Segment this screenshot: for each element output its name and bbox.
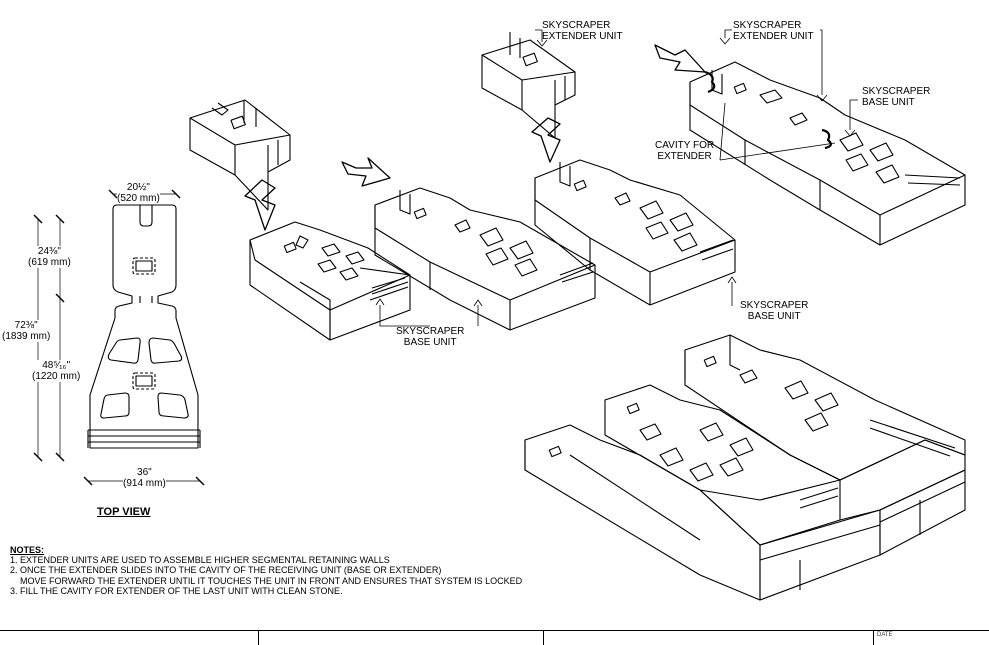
label-base-unit-mid: SKYSCRAPER BASE UNIT xyxy=(396,326,465,348)
label-base-unit-bottom: SKYSCRAPER BASE UNIT xyxy=(740,300,809,322)
wall-assembly xyxy=(525,335,965,600)
dim-depth-rear: 48⁵⁄₁₆" (1220 mm) xyxy=(32,360,81,382)
note-2-continued: MOVE FORWARD THE EXTENDER UNTIL IT TOUCH… xyxy=(20,575,523,586)
note-2: 2. ONCE THE EXTENDER SLIDES INTO THE CAV… xyxy=(10,565,442,576)
title-block: DATE xyxy=(0,630,989,645)
leader-lines xyxy=(376,30,858,326)
date-label: DATE xyxy=(877,632,893,638)
label-extender-unit-2: SKYSCRAPER EXTENDER UNIT xyxy=(733,20,814,42)
title-block-divider-1 xyxy=(258,631,259,645)
down-arrow-1 xyxy=(245,180,275,230)
dim-depth-front: 24⅜" (619 mm) xyxy=(28,246,71,268)
dim-depth-total: 72⅜" (1839 mm) xyxy=(2,320,51,342)
title-block-divider-3 xyxy=(873,631,874,645)
right-arrow-1 xyxy=(342,158,390,186)
notes: NOTES: 1. EXTENDER UNITS ARE USED TO ASS… xyxy=(10,545,522,596)
extender-unit-1 xyxy=(190,100,290,210)
top-view-drawing xyxy=(34,190,204,485)
notes-title: NOTES: xyxy=(10,545,45,555)
base-unit-1 xyxy=(250,222,410,340)
extender-unit-2 xyxy=(482,32,575,138)
label-cavity-for-extender: CAVITY FOR EXTENDER xyxy=(655,140,715,162)
note-1: 1. EXTENDER UNITS ARE USED TO ASSEMBLE H… xyxy=(10,555,390,566)
dim-width-base: 36" (914 mm) xyxy=(123,467,166,489)
note-3: 3. FILL THE CAVITY FOR EXTENDER OF THE L… xyxy=(10,585,343,596)
top-view-title: TOP VIEW xyxy=(97,506,151,518)
label-extender-unit-1: SKYSCRAPER EXTENDER UNIT xyxy=(542,20,623,42)
down-arrow-2 xyxy=(532,118,560,162)
label-base-unit-top-right: SKYSCRAPER BASE UNIT xyxy=(862,86,931,108)
right-arrow-2 xyxy=(655,45,705,72)
base-unit-3 xyxy=(535,160,735,305)
base-unit-2 xyxy=(375,188,595,330)
title-block-divider-2 xyxy=(543,631,544,645)
dim-width-top: 20½" (520 mm) xyxy=(117,182,160,204)
